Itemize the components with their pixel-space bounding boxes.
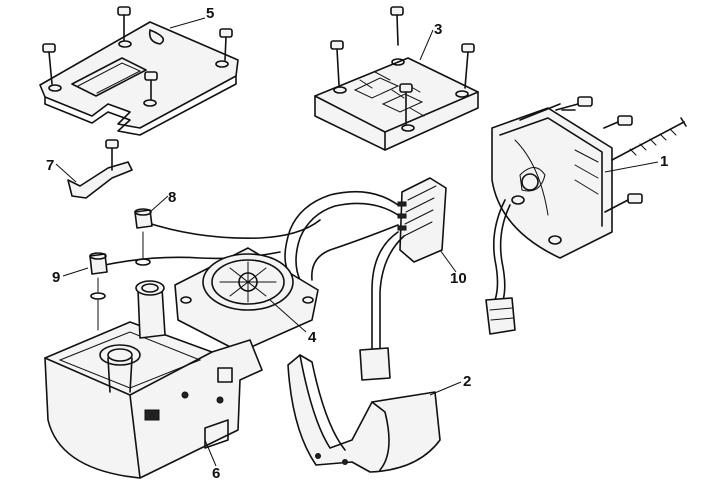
part-1-end-housing [491, 103, 613, 259]
callout-labels: 1 2 3 4 5 6 7 8 9 10 [46, 5, 668, 482]
part-8-sensor [134, 208, 153, 266]
callout-2: 2 [463, 373, 471, 390]
part-7-bracket [67, 139, 133, 199]
callout-7: 7 [46, 157, 54, 174]
part-9-sensor [89, 252, 108, 331]
part-5-mounting-plate [39, 21, 239, 136]
callout-6: 6 [212, 465, 220, 482]
callout-10: 10 [450, 270, 467, 287]
callout-5: 5 [206, 5, 214, 22]
callout-8: 8 [168, 189, 176, 206]
callout-4: 4 [308, 329, 317, 346]
main-wire-harness [99, 190, 405, 381]
part-6-heater-body [44, 280, 263, 479]
part-4-blower [174, 247, 319, 353]
leader-lines [55, 17, 659, 467]
part-1-wire-harness [485, 199, 516, 335]
part-2-lower-cover [287, 354, 441, 473]
part-3-cover [314, 57, 479, 151]
part-1-screws [555, 96, 687, 213]
callout-9: 9 [52, 269, 60, 286]
part-5-screws [42, 6, 233, 101]
part-3-screws [330, 6, 475, 125]
part-10-connector [397, 177, 447, 263]
callout-3: 3 [434, 21, 442, 38]
callout-1: 1 [660, 153, 668, 170]
